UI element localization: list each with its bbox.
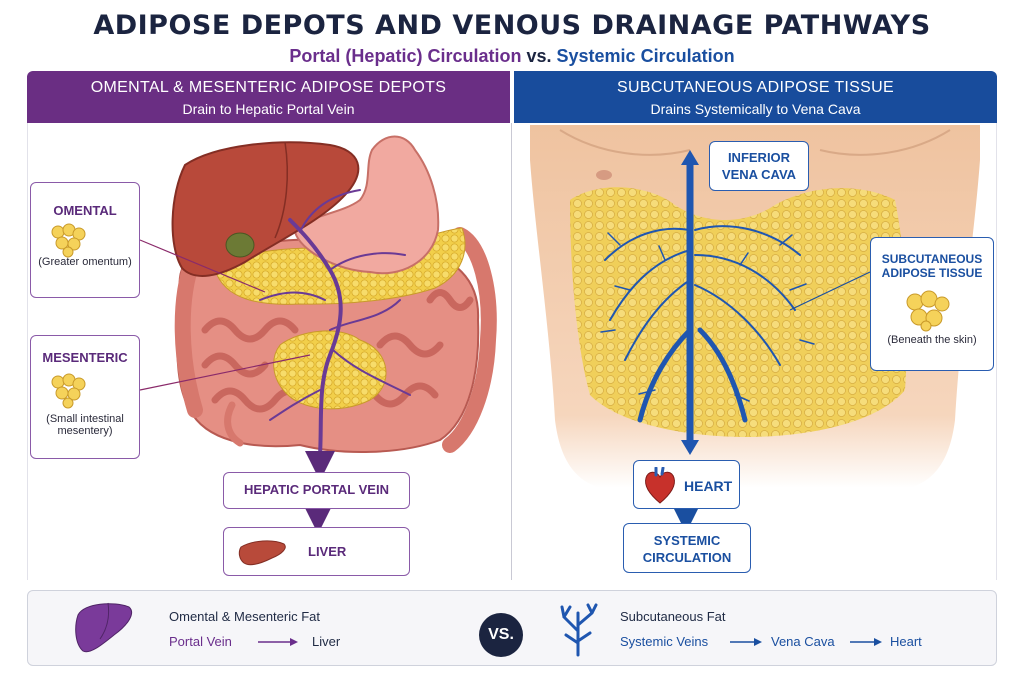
ivc-up-arrowhead (681, 150, 699, 165)
mesenteric-label: MESENTERIC (42, 350, 128, 365)
vein-branch-icon (560, 603, 598, 657)
subtitle-vs: vs. (526, 46, 552, 66)
mesenteric-note-line2: mesentery) (57, 425, 113, 437)
liver-icon (75, 602, 133, 653)
subtitle-portal: Portal (Hepatic) Circulation (289, 46, 522, 66)
legend-left-title: Omental & Mesenteric Fat (169, 609, 320, 624)
ivc-label-line2: VENA CAVA (721, 167, 797, 182)
left-panel-heading: OMENTAL & MESENTERIC ADIPOSE DEPOTS (90, 79, 447, 96)
arrow-right-icon (258, 638, 298, 646)
heart-icon (645, 467, 675, 504)
gallbladder-illustration (225, 232, 255, 258)
page-title: ADIPOSE DEPOTS AND VENOUS DRAINAGE PATHW… (93, 10, 931, 41)
sat-pointer (789, 271, 871, 311)
systemic-label-line2: CIRCULATION (642, 550, 732, 565)
panel-divider (511, 123, 512, 580)
sat-label-line1: SUBCUTANEOUS (881, 252, 983, 266)
ivc-down-arrowhead (681, 440, 699, 455)
omental-label: OMENTAL (53, 203, 117, 218)
liver-label: LIVER (308, 544, 347, 559)
portal-vein-branches (259, 189, 411, 457)
right-panel-subheading: Drains Systemically to Vena Cava (650, 101, 861, 117)
panels-frame (27, 123, 997, 580)
fat-cluster-icon (906, 290, 950, 332)
mesenteric-pointer (139, 354, 311, 391)
left-panel-subheading: Drain to Hepatic Portal Vein (182, 101, 355, 117)
legend-right-step2: Vena Cava (771, 634, 835, 649)
omental-pointer (139, 239, 266, 293)
legend-right-step1: Systemic Veins (620, 634, 709, 649)
arrow-right-icon (850, 638, 882, 646)
systemic-circulation-box: SYSTEMIC CIRCULATION (623, 523, 751, 573)
fat-cluster-icon (51, 373, 86, 409)
stomach-illustration (293, 135, 440, 275)
omental-callout: OMENTAL (Greater omentum) (30, 182, 140, 298)
sat-label-line2: ADIPOSE TISSUE (881, 266, 983, 280)
arrow-right-icon (730, 638, 762, 646)
vs-badge: VS. (479, 613, 523, 657)
right-panel-heading: SUBCUTANEOUS ADIPOSE TISSUE (617, 79, 894, 96)
systemic-label-line1: SYSTEMIC (653, 533, 721, 548)
hepatic-portal-vein-label: HEPATIC PORTAL VEIN (244, 482, 389, 497)
sat-note: (Beneath the skin) (887, 334, 977, 346)
mesenteric-note-line1: (Small intestinal (46, 413, 124, 425)
heart-label: HEART (684, 478, 733, 494)
liver-illustration (171, 141, 360, 277)
heart-box: HEART (633, 460, 740, 509)
liver-box: LIVER (223, 527, 410, 576)
hepatic-portal-vein-box: HEPATIC PORTAL VEIN (223, 472, 410, 509)
left-panel-banner: OMENTAL & MESENTERIC ADIPOSE DEPOTS Drai… (27, 71, 510, 123)
mesenteric-callout: MESENTERIC (Small intestinal mesentery) (30, 335, 140, 459)
fat-cluster-icon (51, 223, 86, 258)
legend-right-title: Subcutaneous Fat (620, 609, 726, 624)
omental-note: (Greater omentum) (38, 256, 132, 268)
legend-left-from: Portal Vein (169, 634, 232, 649)
legend-left-to: Liver (312, 634, 341, 649)
liver-icon (238, 540, 286, 566)
systemic-veins (600, 225, 815, 423)
right-panel-banner: SUBCUTANEOUS ADIPOSE TISSUE Drains Syste… (514, 71, 997, 123)
ivc-label-line1: INFERIOR (727, 150, 791, 165)
legend-right-step3: Heart (890, 634, 922, 649)
subtitle-systemic: Systemic Circulation (556, 46, 735, 66)
page-subtitle: Portal (Hepatic) Circulation vs. Systemi… (0, 46, 1024, 67)
inferior-vena-cava-callout: INFERIOR VENA CAVA (709, 141, 809, 191)
